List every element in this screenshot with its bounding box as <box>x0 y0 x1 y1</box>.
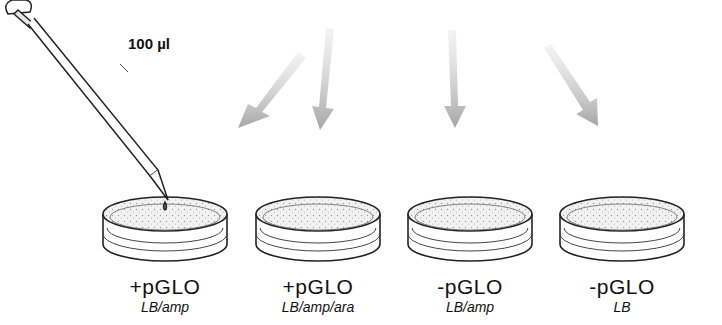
volume-label: 100 µl <box>128 36 170 51</box>
pipette <box>6 0 168 210</box>
medium-label: LB/amp <box>446 300 494 314</box>
plasmid-label: +pGLO <box>130 276 201 297</box>
medium-label: LB <box>613 300 630 314</box>
plasmid-label: -pGLO <box>437 276 503 297</box>
medium-label: LB/amp/ara <box>282 300 354 314</box>
spread-arrow <box>238 28 598 130</box>
petri-dish <box>560 197 684 261</box>
petri-dish <box>256 197 380 261</box>
plasmid-label: -pGLO <box>589 276 655 297</box>
medium-label: LB/amp <box>141 300 189 314</box>
plasmid-label: +pGLO <box>283 276 354 297</box>
petri-dish <box>103 197 227 261</box>
petri-dish <box>408 197 532 261</box>
